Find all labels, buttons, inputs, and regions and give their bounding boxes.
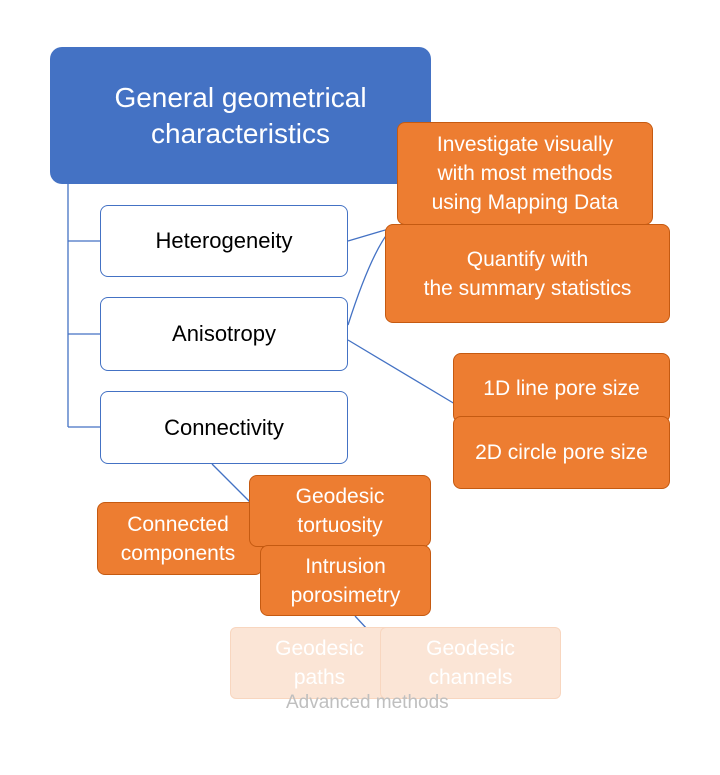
advanced-methods-caption: Advanced methods (286, 692, 449, 713)
root-node: General geometrical characteristics (50, 47, 431, 184)
connector-anisotropy-pore-size (347, 339, 456, 405)
method-investigate-visually: Investigate visually with most methods u… (397, 122, 653, 225)
method-intrusion-porosimetry: Intrusion porosimetry (260, 545, 431, 616)
characteristic-connectivity: Connectivity (100, 391, 348, 464)
connector-heterogeneity-methods (347, 227, 393, 242)
connector-connectivity-methods (211, 463, 251, 503)
advanced-geodesic-channels: Geodesic channels (380, 627, 561, 699)
characteristic-heterogeneity: Heterogeneity (100, 205, 348, 277)
method-2d-circle-pore-size: 2D circle pore size (453, 416, 670, 489)
characteristic-anisotropy: Anisotropy (100, 297, 348, 371)
method-quantify-summary-statistics: Quantify with the summary statistics (385, 224, 670, 323)
method-connected-components: Connected components (97, 502, 263, 575)
method-1d-line-pore-size: 1D line pore size (453, 353, 670, 423)
method-geodesic-tortuosity: Geodesic tortuosity (249, 475, 431, 547)
